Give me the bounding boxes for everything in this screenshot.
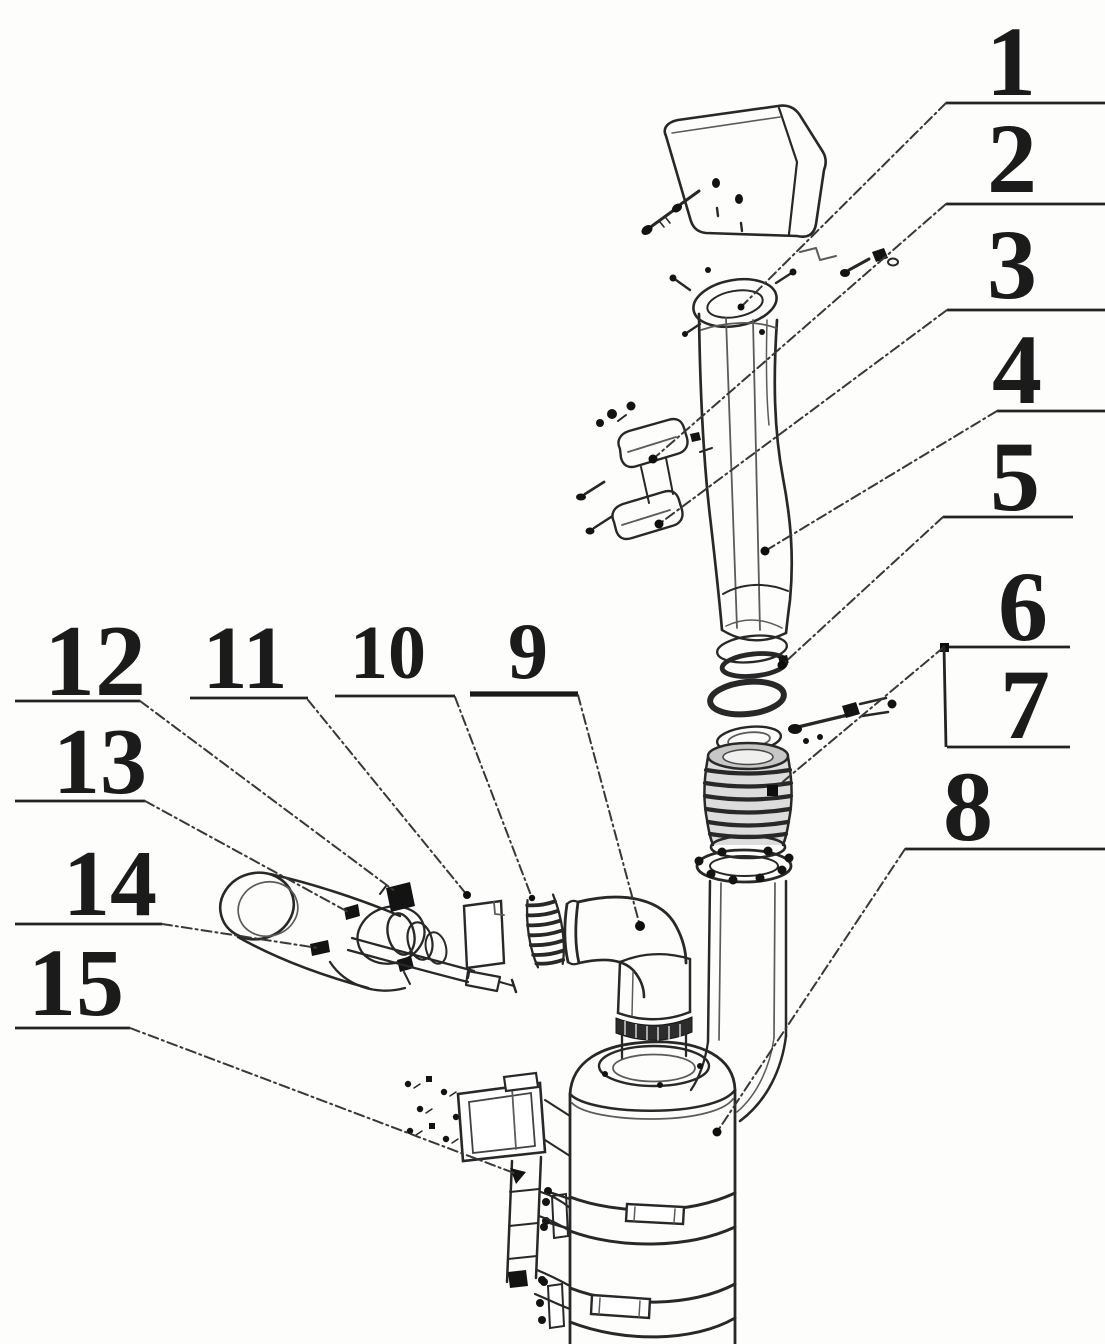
callout-12: 12 — [15, 605, 397, 893]
leader-line-11 — [307, 699, 468, 896]
leader-line-12 — [139, 700, 397, 893]
callout-10: 10 — [335, 611, 536, 902]
callout-label-14: 14 — [63, 832, 157, 936]
callout-label-6: 6 — [998, 551, 1048, 662]
leader-line-4 — [764, 410, 998, 552]
callout-label-15: 15 — [28, 929, 124, 1036]
leader-line-1 — [740, 102, 947, 308]
callout-4: 4 — [760, 314, 1105, 556]
callout-7: 7 — [942, 646, 1070, 760]
callout-2: 2 — [648, 103, 1105, 464]
pre-cleaner-assembly-drawing — [218, 871, 518, 994]
air-cleaner-canister-drawing — [538, 1040, 737, 1344]
callout-label-13: 13 — [53, 710, 147, 814]
leader-line-3 — [658, 309, 948, 525]
callout-3: 3 — [654, 209, 1105, 529]
callout-label-7: 7 — [1000, 649, 1050, 760]
mounting-bracket-drawing — [404, 1071, 572, 1311]
callout-label-3: 3 — [987, 209, 1037, 320]
callout-15: 15 — [15, 929, 515, 1174]
leader-line-8 — [716, 848, 906, 1133]
callout-label-12: 12 — [44, 605, 146, 718]
leader-line-10 — [454, 696, 533, 899]
callouts-layer: 1 2 3 4 5 — [15, 6, 1105, 1174]
leader-line-15 — [129, 1027, 515, 1174]
callout-11: 11 — [190, 609, 471, 899]
leader-line-6-7 — [772, 646, 945, 791]
rubber-bellows-drawing — [702, 741, 794, 860]
leader-line-2 — [652, 203, 947, 460]
intake-stack-duct-drawing — [697, 312, 794, 642]
callout-label-10: 10 — [350, 611, 426, 695]
flange-ring-drawing — [694, 846, 794, 885]
callout-bracket-6-7 — [942, 646, 948, 748]
down-pipe-drawing — [689, 879, 788, 1123]
outlet-elbow-drawing — [563, 895, 693, 1060]
leader-line-9 — [577, 694, 641, 927]
callout-13: 13 — [15, 710, 351, 914]
stack-top-flange-drawing — [669, 267, 797, 337]
callout-1: 1 — [737, 6, 1105, 311]
rain-cap-drawing — [641, 104, 899, 277]
canister-top-hub-drawing — [597, 1044, 711, 1088]
stack-rings-and-clamp-drawing — [707, 634, 897, 753]
leader-line-14 — [161, 923, 319, 949]
callout-6: 6 — [767, 551, 1070, 796]
callout-label-1: 1 — [986, 6, 1036, 117]
callout-label-5: 5 — [990, 421, 1040, 532]
callout-14: 14 — [15, 832, 319, 949]
leader-line-13 — [144, 800, 351, 914]
callout-label-11: 11 — [202, 609, 287, 708]
corrugated-seal-drawing — [525, 893, 566, 969]
stack-mounting-clamp-drawing — [576, 401, 713, 541]
leader-line-5 — [781, 516, 944, 666]
callout-9: 9 — [470, 608, 645, 931]
callout-label-8: 8 — [943, 751, 993, 862]
callout-label-9: 9 — [508, 608, 548, 696]
callout-label-2: 2 — [987, 103, 1037, 214]
callout-5: 5 — [777, 421, 1073, 670]
callout-8: 8 — [712, 751, 1105, 1137]
callout-label-4: 4 — [992, 314, 1042, 425]
